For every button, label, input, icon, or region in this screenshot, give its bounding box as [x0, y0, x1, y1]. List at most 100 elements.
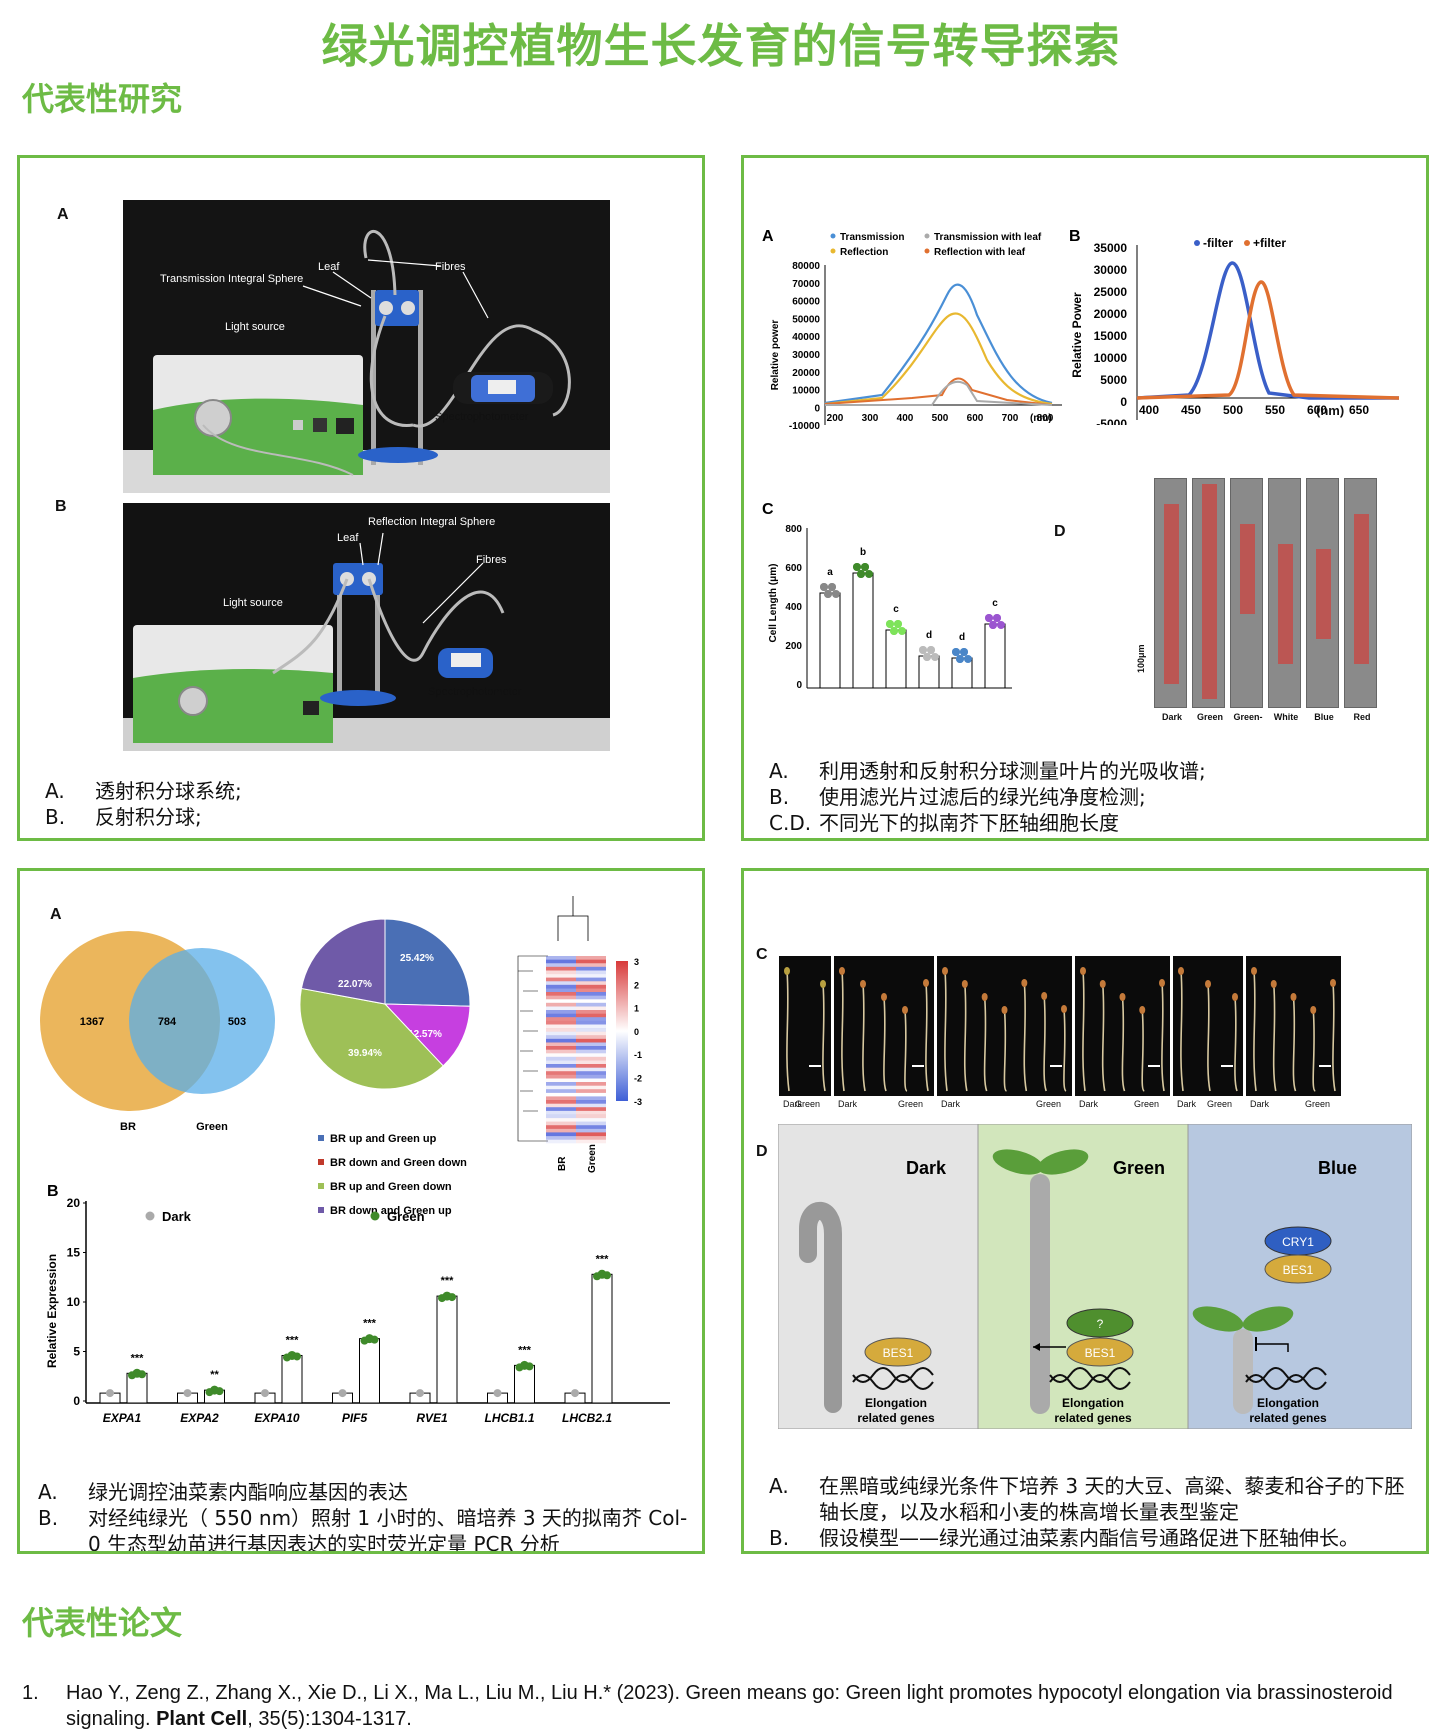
label-leaf-b: Leaf: [337, 532, 359, 544]
data-point: [886, 620, 894, 628]
data-point-green: [448, 1293, 456, 1302]
sig-letter: d: [926, 630, 932, 641]
model-blue-title: Blue: [1318, 1158, 1357, 1178]
bar-green-: [885, 629, 907, 689]
x-tick-label: 600: [967, 413, 984, 424]
seedling-stem: [841, 970, 845, 1092]
cell-strip-dark: Dark: [1154, 478, 1187, 722]
heat-cell: [546, 1038, 576, 1043]
data-point-dark: [338, 1389, 347, 1398]
heat-cell: [546, 1046, 576, 1050]
heat-cell: [576, 1100, 606, 1104]
heatmap-col-br: BR: [557, 1156, 568, 1171]
seedling-head: [1330, 979, 1336, 987]
x-unit: (nm): [1030, 413, 1052, 424]
cell-strip-green: Green: [1192, 478, 1225, 722]
heat-cell: [546, 1024, 576, 1029]
genes-dark-l2: related genes: [857, 1411, 935, 1425]
seedling-dark: [799, 1201, 842, 1413]
sig-letter: c: [992, 598, 998, 609]
heat-cell: [546, 1056, 576, 1061]
heat-cell: [576, 1082, 606, 1086]
data-point-dark: [261, 1389, 269, 1398]
heat-cell: [546, 970, 576, 975]
section-title-research: 代表性研究: [22, 80, 183, 118]
gene-label: EXPA1: [103, 1411, 142, 1425]
caption-label: A.: [769, 1474, 789, 1498]
legend-swatch: [318, 1159, 324, 1165]
cell-highlight: [1202, 484, 1217, 699]
heat-cell: [576, 963, 606, 967]
fig-label-a: A: [57, 206, 69, 223]
heat-cell: [576, 1114, 606, 1119]
heat-cell: [576, 1125, 606, 1129]
heat-cell: [576, 1049, 606, 1054]
seedling-head: [1159, 979, 1165, 987]
y-tick-label: 30000: [1094, 263, 1128, 277]
y-tick-label: 10: [67, 1295, 81, 1309]
y-tick-label: 200: [785, 641, 802, 652]
heat-cell: [576, 1067, 606, 1072]
data-point-dark: [571, 1389, 579, 1398]
heatmap-scale-tick: -1: [634, 1050, 642, 1060]
fig-label-b: B: [55, 498, 67, 515]
seedling-stem: [1023, 982, 1028, 1092]
x-tick-label: 500: [932, 413, 949, 424]
seedling-head: [784, 967, 790, 975]
heat-cell: [576, 1042, 606, 1047]
y-tick-label: 5000: [1100, 373, 1127, 387]
y-tick-label: 80000: [792, 261, 820, 272]
data-point-green: [515, 1363, 524, 1372]
y-tick-label: 800: [785, 524, 802, 535]
seedling-stem: [963, 983, 968, 1092]
heat-cell: [546, 1067, 576, 1072]
heat-cell: [576, 1028, 606, 1032]
seedling-stem: [1292, 996, 1297, 1092]
reference-journal: Plant Cell: [156, 1708, 248, 1730]
legend-label: BR down and Green up: [330, 1205, 452, 1217]
y-tick-label: 60000: [792, 297, 820, 308]
seedling-head: [1099, 980, 1106, 988]
line-reflection-leaf: [824, 377, 1053, 406]
model-dark-title: Dark: [906, 1158, 947, 1178]
caption-row: A.绿光调控油菜素内酯响应基因的表达: [38, 1479, 688, 1505]
caption-text: 反射积分球;: [95, 805, 202, 829]
y-tick-label: 400: [785, 602, 802, 613]
data-point: [828, 583, 836, 591]
seedling-head: [839, 967, 845, 975]
fig-label-b: B: [47, 1183, 59, 1200]
line-transmission-leaf: [825, 380, 1053, 406]
legend-green: Green: [387, 1209, 425, 1224]
caption-text: 对经纯绿光（ 550 nm）照射 1 小时的、暗培养 3 天的拟南芥 Col-0…: [88, 1506, 688, 1554]
seedling-stem: [1207, 983, 1211, 1092]
sig-letter: a: [827, 567, 833, 578]
heat-cell: [546, 966, 576, 971]
seedling-head: [1119, 993, 1126, 1001]
data-point-green: [593, 1272, 601, 1281]
data-point-dark: [416, 1389, 424, 1398]
data-point-green: [138, 1370, 146, 1379]
heat-cell: [546, 974, 576, 978]
unknown-factor: ?: [1097, 1317, 1104, 1331]
label-fibres: Fibres: [435, 261, 466, 273]
x-tick-label: 400: [897, 413, 914, 424]
data-point-green: [370, 1335, 379, 1344]
significance-stars: ***: [596, 1253, 610, 1265]
heat-cell: [546, 1020, 576, 1025]
caption-label: A.: [38, 1480, 58, 1504]
heat-cell: [546, 956, 576, 960]
seedling-stem: [904, 1009, 908, 1092]
heat-cell: [576, 1121, 606, 1126]
legend-minus-filter: -filter: [1203, 236, 1233, 250]
photo-label-green: Green: [795, 1099, 821, 1109]
y-tick-label: 20000: [1094, 307, 1128, 321]
seedling-stem: [1063, 1008, 1067, 1092]
y-tick-label: -10000: [789, 421, 821, 432]
x-tick-label: 300: [862, 413, 879, 424]
photo-label-green: Green: [1305, 1099, 1331, 1109]
seedling-stem: [1121, 996, 1126, 1092]
data-point: [894, 620, 902, 628]
cell-strip-green-: Green-: [1230, 478, 1263, 722]
label-leaf: Leaf: [318, 261, 340, 273]
axis-label-y: Cell Length (μm): [768, 564, 779, 643]
